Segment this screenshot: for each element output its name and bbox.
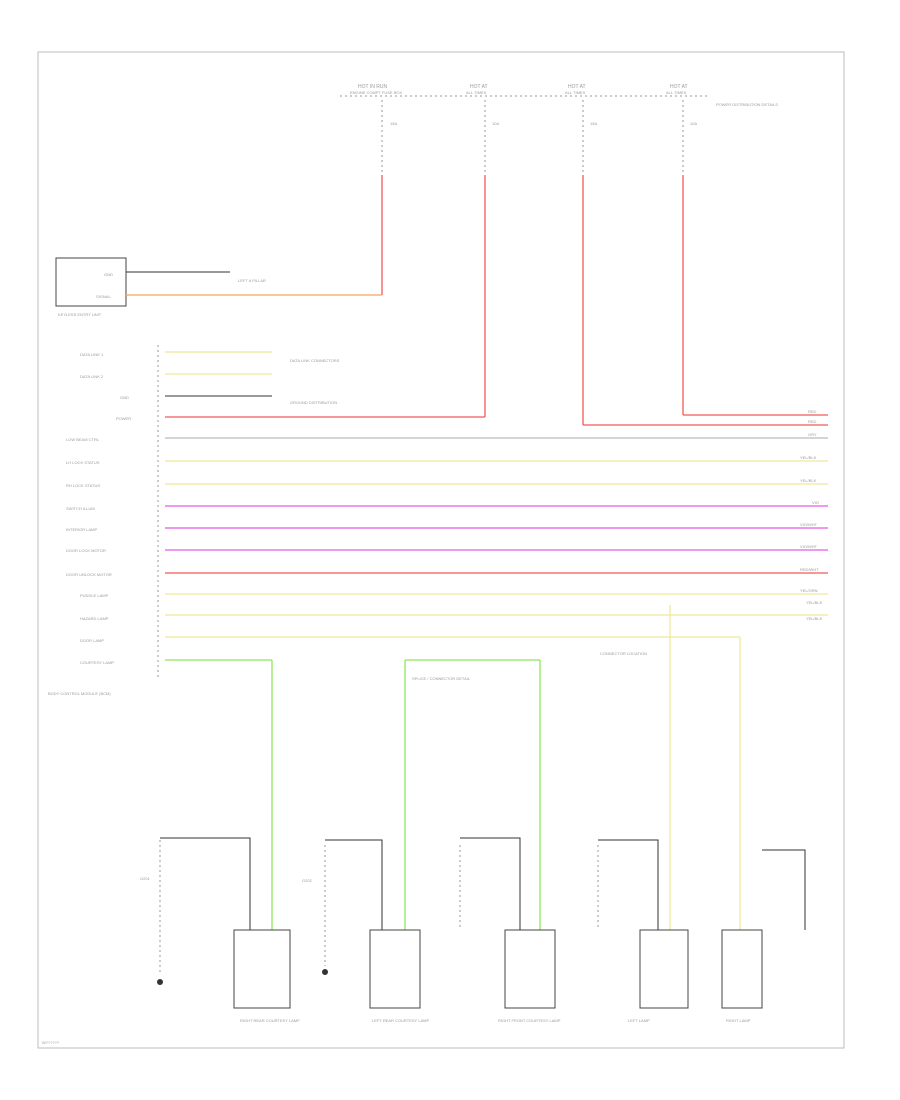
keyless-pin-signal: SIGNAL (96, 294, 111, 299)
source-sub-3: ALL TIMES (565, 90, 586, 95)
fuse-rating-4: 10A (690, 121, 697, 126)
fuse-rating-2: 10A (492, 121, 499, 126)
lamp-3-label: RIGHT FRONT COURTESY LAMP (498, 1018, 561, 1023)
splice-note: SPLICE / CONNECTOR DETAIL (412, 676, 471, 681)
page-code: W?????? (42, 1040, 60, 1045)
keyless-unit-box (55, 257, 127, 307)
bcm-pin-3: GND (120, 395, 129, 400)
lamp-2-frame (325, 839, 383, 930)
source-label-2: HOT AT (470, 84, 488, 90)
right-wire-label-10: YEL/GRN (800, 588, 818, 593)
right-wire-label-6: VIO (812, 500, 819, 505)
source-sub-1: ENGINE COMPT FUSE BOX (350, 90, 402, 95)
bcm-pin-1: DATA LINK 1 (80, 352, 104, 357)
source-sub-4: ALL TIMES (666, 90, 687, 95)
lamp-4-frame (598, 839, 659, 930)
lamp-5-frame (762, 849, 806, 930)
lamp-1-label: RIGHT REAR COURTESY LAMP (240, 1018, 300, 1023)
right-wire-label-11: YEL/BLK (806, 600, 823, 605)
bcm-pin-9: INTERIOR LAMP (66, 527, 97, 532)
ground-label-1: G201 (140, 876, 151, 881)
right-wire-label-9: RED/WHT (800, 567, 819, 572)
lamp-4-box (639, 929, 689, 1009)
right-wire-label-3: GRY (808, 432, 817, 437)
ground-2-icon (322, 969, 328, 975)
right-wire-label-5: YEL/BLK (800, 478, 817, 483)
source-sub-2: ALL TIMES (466, 90, 487, 95)
lamp-5-label: RIGHT LAMP (726, 1018, 751, 1023)
lamp-1-box (233, 929, 291, 1009)
bus-side-note: POWER DISTRIBUTION DETAILS (716, 102, 778, 107)
lamp-1-frame (160, 837, 251, 930)
right-wire-label-7: VIO/WHT (800, 522, 818, 527)
bcm-note-ground: GROUND DISTRIBUTION (290, 400, 337, 405)
keyless-unit-label: KEYLESS ENTRY UNIT (58, 312, 102, 317)
bcm-pin-14: DOOR LAMP (80, 638, 104, 643)
bcm-label: BODY CONTROL MODULE (BCM) (48, 691, 111, 696)
source-label-3: HOT AT (568, 84, 586, 90)
ground-1-icon (157, 979, 163, 985)
right-wire-label-1: RED (808, 409, 817, 414)
lamp-2-box (369, 929, 421, 1009)
bcm-pin-11: DOOR UNLOCK MOTOR (66, 572, 112, 577)
power-feeds (165, 175, 828, 426)
connector-location-note: CONNECTOR LOCATION (600, 651, 647, 656)
courtesy-circuit: SPLICE / CONNECTOR DETAIL (271, 659, 541, 930)
lamp-2-label: LEFT REAR COURTESY LAMP (372, 1018, 429, 1023)
bcm-pin-10: DOOR LOCK MOTOR (66, 548, 106, 553)
source-label-4: HOT AT (670, 84, 688, 90)
keyless-pin-gnd: GND (104, 272, 113, 277)
keyless-note: LEFT A PILLAR (238, 278, 266, 283)
right-wire-label-12: YEL/BLK (806, 616, 823, 621)
ground-label-2: G202 (302, 878, 313, 883)
diagram-frame (37, 51, 845, 1049)
bcm-pin-15: COURTESY LAMP (80, 660, 114, 665)
lamp-assemblies: G201 RIGHT REAR COURTESY LAMP G202 LEFT … (140, 837, 806, 1023)
lamp-3-frame (460, 837, 521, 930)
fuse-rating-3: 15A (590, 121, 597, 126)
bcm-pin-4: POWER (116, 416, 131, 421)
fuse-rating-1: 15A (390, 121, 397, 126)
bcm-pin-13: HAZARD LAMP (80, 616, 109, 621)
keyless-entry-unit: GND SIGNAL KEYLESS ENTRY UNIT LEFT A PIL… (55, 257, 382, 317)
bcm-pin-7: RH LOCK STATUS (66, 483, 100, 488)
door-lamp-circuit: CONNECTOR LOCATION (600, 605, 741, 930)
lamp-4-label: LEFT LAMP (628, 1018, 650, 1023)
lamp-3-box (504, 929, 556, 1009)
bcm-note-datalink: DATA LINK CONNECTORS (290, 358, 340, 363)
right-wire-label-8: VIO/WHT (800, 544, 818, 549)
bcm-pin-5: LOW BEAM CTRL (66, 437, 100, 442)
bcm-pin-8: SWITCH ILLUM (66, 506, 95, 511)
lamp-5-box (721, 929, 763, 1009)
source-label-1: HOT IN RUN (358, 84, 387, 90)
bcm-pin-12: PUDDLE LAMP (80, 593, 109, 598)
top-bus: HOT IN RUN ENGINE COMPT FUSE BOX HOT AT … (340, 84, 778, 175)
right-wire-label-4: YEL/BLK (800, 455, 817, 460)
bcm-pin-2: DATA LINK 2 (80, 374, 104, 379)
body-control-module: BODY CONTROL MODULE (BCM) DATA LINK 1 DA… (48, 345, 828, 696)
right-wire-label-2: RED (808, 419, 817, 424)
bcm-pin-6: LH LOCK STATUS (66, 460, 100, 465)
